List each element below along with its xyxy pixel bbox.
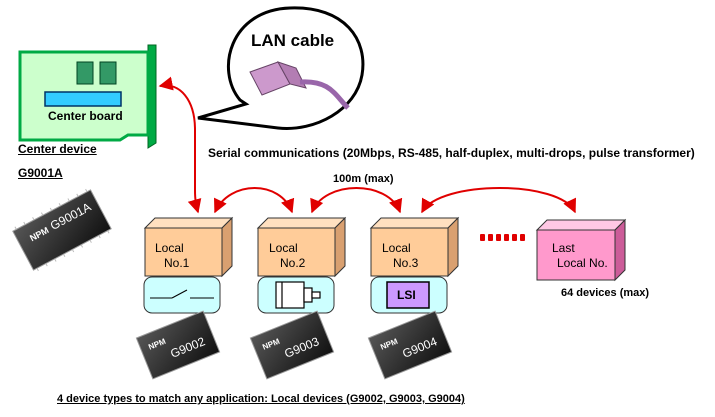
bubble-title: LAN cable <box>251 31 335 50</box>
comm-distance: 100m (max) <box>333 173 394 185</box>
chip-g9004: NPM G9004 <box>367 310 453 380</box>
local2-line2: No.2 <box>280 256 306 270</box>
switch-icon <box>150 289 214 299</box>
continuation-dots <box>480 234 525 241</box>
footer-caption: 4 device types to match any application:… <box>57 393 465 405</box>
local1-line2: No.1 <box>164 256 190 270</box>
arrow-local2-local3 <box>310 187 403 214</box>
lan-bubble <box>197 6 365 130</box>
local-box-1 <box>143 216 234 278</box>
max-devices-label: 64 devices (max) <box>561 287 650 299</box>
chip-g9001a: NPM G9001A <box>12 188 112 272</box>
comm-description: Serial communications (20Mbps, RS-485, h… <box>208 146 695 160</box>
module-motor <box>257 276 335 314</box>
local-box-3 <box>369 216 460 278</box>
board-connector <box>44 91 122 107</box>
local-box-2 <box>256 216 347 278</box>
last-local-box <box>535 218 627 282</box>
local1-line1: Local <box>155 241 184 255</box>
last-local-line2: Local No. <box>557 256 608 270</box>
board-chip-1 <box>76 61 94 85</box>
board-chip-2 <box>99 61 117 85</box>
arrow-local1-local2 <box>214 187 295 214</box>
last-local-line1: Last <box>552 241 575 255</box>
center-device-label: Center device <box>18 142 97 156</box>
center-chip-label: G9001A <box>18 166 63 180</box>
local3-line1: Local <box>382 241 411 255</box>
center-board <box>18 44 157 149</box>
lsi-label: LSI <box>397 288 416 302</box>
chip-g9002: NPM G9002 <box>135 310 221 380</box>
connection-arrows <box>158 76 576 214</box>
module-lsi <box>370 276 448 314</box>
module-switch <box>143 276 221 314</box>
motor-icon <box>275 281 321 309</box>
center-board-label: Center board <box>48 109 123 123</box>
arrow-local3-last <box>421 187 576 214</box>
local3-line2: No.3 <box>393 256 419 270</box>
local2-line1: Local <box>269 241 298 255</box>
chip-g9003: NPM G9003 <box>249 310 335 380</box>
lsi-chip-icon <box>386 281 430 309</box>
arrow-center-to-local1 <box>158 76 202 214</box>
rj45-plug-icon <box>249 61 350 110</box>
